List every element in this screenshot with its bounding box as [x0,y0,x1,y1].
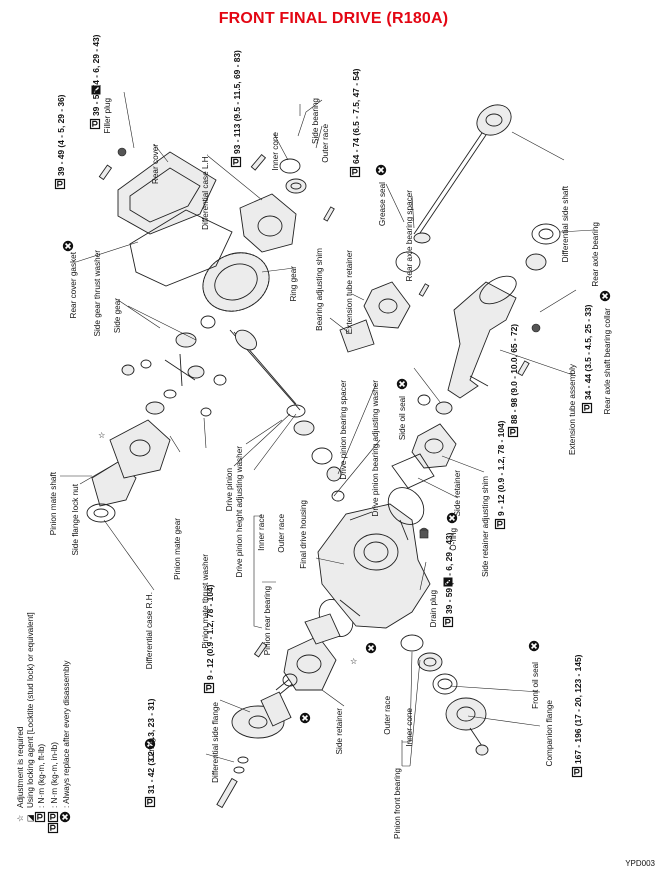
torque-ext-retainer: 64 - 74 (6.5 - 7.5, 47 - 54) [351,68,361,164]
label-outer-race-2: Outer race [277,514,286,553]
label-side-retainer-adjusting-shim: Side retainer adjusting shim [481,476,490,577]
torque-side-retainer-bolt: 9 - 12 (0.9 - 1.2, 78 - 104) [205,584,215,680]
label-differential-case-lh: Differential case L.H. [201,154,210,230]
ring-gear [202,252,270,312]
label-side-oil-seal: Side oil seal [398,396,407,440]
label-pinion-mate-gear: Pinion mate gear [173,518,182,580]
label-differential-case-rh: Differential case R.H. [145,592,154,669]
legend-torque-units-2: : N·m (kg-m, in-lb) [50,742,59,808]
rear-cover-gasket [129,209,233,287]
legend-replace: : Always replace after every disassembly [62,660,71,808]
label-final-drive-housing: Final drive housing [299,500,308,569]
legend-locking-agent: Using locking agent [Locktite (stud lock… [26,612,35,808]
side-flange-bolt [216,756,249,809]
torque-companion-nut: 167 - 196 (17 - 20, 123 - 145) [573,654,583,764]
side-retainer-left [282,613,341,691]
differential-case-lh [239,153,307,253]
label-side-gear-thrust-washer: Side gear thrust washer [93,250,102,337]
torque-ext-tube-assembly: 88 - 98 (9.0 - 10.0, 65 - 72) [509,324,519,424]
label-ring-gear: Ring gear [289,266,298,302]
label-drive-pinion-bearing-spacer: Drive pinion bearing spacer [339,380,348,480]
svg-text:☆: ☆ [98,431,105,440]
label-filler-plug: Filler plug [103,98,112,134]
label-pinion-mate-thrust-washer: Pinion mate thrust washer [201,554,210,649]
label-pinion-rear-bearing: Pinion rear bearing [263,586,272,656]
torque-values: 31 - 42 (3.2 - 4.3, 23 - 31) 9 - 12 (0.9… [56,34,593,794]
extension-tube-retainer [323,206,431,353]
rear-cover [98,147,217,235]
extension-tube-assembly [447,223,561,399]
differential-side-shaft [413,104,512,237]
label-pinion-front-bearing: Pinion front bearing [393,768,402,839]
legend-torque-units-1: : N·m (kg-m, ft-lb) [37,744,46,808]
figure-reference-code: YPD003 [625,859,655,868]
label-o-ring-2: O-ring [449,528,458,551]
label-companion-flange: Companion flange [545,700,554,767]
svg-text:☆: ☆ [350,657,357,666]
label-side-retainer-2: Side retainer [453,470,462,517]
label-outer-race-3: Outer race [321,124,330,163]
label-side-retainer-1: Side retainer [335,708,344,755]
label-outer-race-1: Outer race [383,696,392,735]
label-pinion-mate-shaft: Pinion mate shaft [49,471,58,535]
legend-star-symbol: ☆ [16,815,25,822]
legend-adjustment: Adjustment is required [16,726,25,808]
label-o-ring-1: O-ring [147,738,156,761]
label-inner-cone-1: Inner cone [405,708,414,747]
label-rear-cover: Rear cover [151,144,160,184]
label-differential-side-shaft: Differential side shaft [561,185,570,262]
label-drain-plug: Drain plug [429,590,438,628]
label-front-oil-seal: Front oil seal [531,662,540,709]
label-drive-pinion-bearing-washer: Drive pinion bearing adjusting washer [371,380,380,517]
legend-locking-symbol: ◪ [26,814,35,822]
label-extension-tube-retainer: Extension tube retainer [345,250,354,334]
label-rear-cover-gasket: Rear cover gasket [69,251,78,318]
differential-case-rh [86,419,171,523]
front-bearing-group [400,634,489,756]
final-drive-housing [317,503,431,629]
torque-rear-cover: 39 - 49 (4 - 5, 29 - 36) [56,94,66,176]
torque-side-retainer-2: 9 - 12 (0.9 - 1.2, 78 - 104) [496,420,506,516]
label-side-flange-lock-nut: Side flange lock nut [71,483,80,555]
torque-ring-gear: 93 - 113 (9.5 - 11.5, 69 - 83) [232,50,242,154]
torque-filler-plug: 39 - 59 (4 - 6, 29 - 43) [91,34,101,116]
drain-plug [419,529,429,539]
label-side-gear: Side gear [113,298,122,333]
label-rear-axle-shaft-bearing-collar: Rear axle shaft bearing collar [603,308,612,415]
side-retainer-bolt-left [253,641,268,658]
drive-pinion-group [229,329,345,502]
torque-side-flange-bolt: 31 - 42 (3.2 - 4.3, 23 - 31) [146,698,156,794]
label-rear-axle-bearing: Rear axle bearing [591,222,600,287]
pinion-mate-gears [121,315,227,417]
label-rear-axle-bearing-spacer: Rear axle bearing spacer [405,190,414,282]
part-labels: Pinion mate shaft Side flange lock nut P… [49,98,612,839]
torque-ext-tube-bolt: 34 - 44 (3.5 - 4.5, 25 - 33) [583,304,593,400]
legend: ☆ Adjustment is required ◪ Using locking… [16,612,72,834]
label-inner-cone-2: Inner cone [271,132,280,171]
torque-drain-plug: 39 - 59 (4 - 6, 29 - 43) [444,532,454,614]
symbols: ☆ ☆ [54,84,612,808]
label-bearing-adjusting-shim: Bearing adjusting shim [315,248,324,331]
page-title: FRONT FINAL DRIVE (R180A) [218,10,449,27]
label-inner-race: Inner race [257,514,266,551]
label-drive-pinion-height-washer: Drive pinion height adjusting washer [235,446,244,578]
label-differential-side-flange: Differential side flange [211,702,220,783]
leader-lines [60,91,595,767]
label-drive-pinion: Drive pinion [225,468,234,512]
label-side-bearing: Side bearing [311,98,320,144]
label-extension-tube-assembly: Extension tube assembly [568,363,577,455]
label-grease-seal: Grease seal [378,182,387,226]
